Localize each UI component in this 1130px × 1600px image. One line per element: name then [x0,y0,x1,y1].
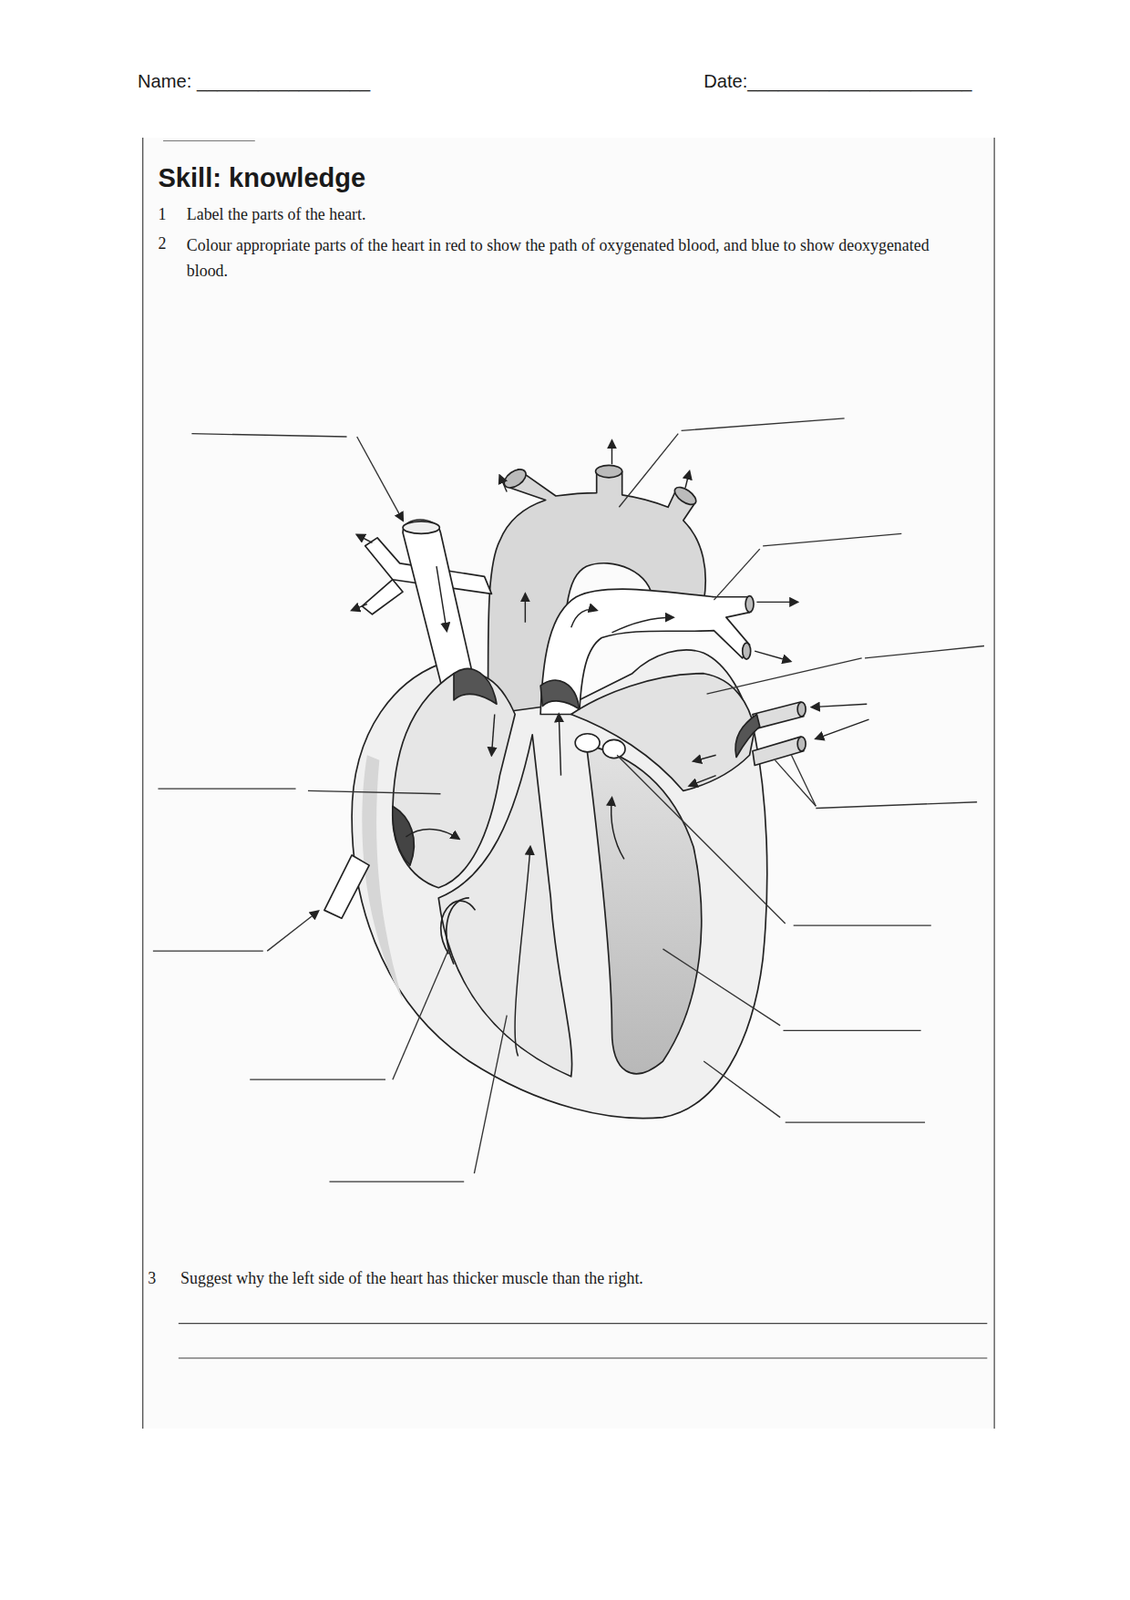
semilunar-valve [453,668,497,705]
pulmonary-vein [752,701,804,729]
bicuspid-valve [575,733,600,752]
heart-illustration [324,464,806,1118]
inferior-vena-cava [324,854,370,918]
question-text: Colour appropriate parts of the heart in… [186,233,947,285]
heart-wall [351,649,768,1119]
vein-valve [735,713,761,757]
answer-lines [178,1323,987,1358]
pulmonary-vein [752,736,804,765]
name-field: Name: _________________ [137,69,464,93]
date-field: Date:______________________ [703,69,1051,93]
scan-frame [143,137,995,1428]
section-heading: Skill: knowledge [157,161,566,196]
question-text: Suggest why the left side of the heart h… [180,1267,976,1289]
question-number: 2 [157,233,178,255]
question-number: 3 [147,1267,168,1289]
label-blanks [153,418,985,1182]
flow-arrows [351,441,869,1057]
semilunar-valve [540,679,580,709]
question-number: 1 [157,204,178,226]
left-ventricle [586,744,702,1074]
question-text: Label the parts of the heart. [186,204,922,226]
tricuspid-valve [392,805,415,865]
